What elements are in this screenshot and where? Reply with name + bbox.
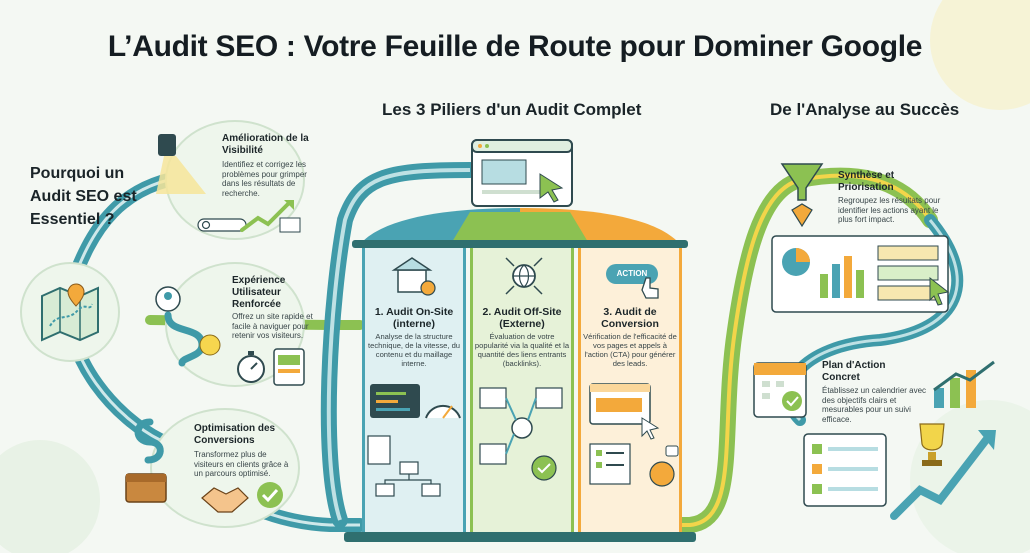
- plan-title: Plan d'Action Concret: [822, 360, 886, 383]
- conversion-circle: [150, 408, 300, 528]
- center-heading: Les 3 Piliers d'un Audit Complet: [382, 100, 642, 119]
- pillar-onsite-title: 1. Audit On-Site (interne): [374, 306, 454, 330]
- growth-arrow-icon: [240, 200, 301, 233]
- mobile-icon: [273, 348, 305, 386]
- synthesis-text: Regroupez les résultats pour identifier …: [838, 196, 941, 224]
- globe-network-icon: [505, 257, 543, 295]
- pillar-conversion-text: Vérification de l'efficacité de vos page…: [583, 332, 677, 368]
- pillar-onsite-text: Analyse de la structure technique, de la…: [367, 332, 461, 368]
- visibility-text: Identifiez et corrigez les problèmes pou…: [222, 160, 307, 198]
- pillar-offsite-title: 2. Audit Off-Site (Externe): [482, 306, 562, 330]
- temple-base: [344, 532, 696, 542]
- calendar-icon: [753, 362, 807, 418]
- visibility-title: Amélioration de la Visibilité: [222, 133, 309, 156]
- right-heading: De l'Analyse au Succès: [770, 100, 960, 119]
- handshake-icon: [201, 487, 249, 513]
- dashboard-icon: [771, 235, 950, 313]
- checklist-icon: [803, 433, 887, 507]
- building-gear-icon: [391, 257, 436, 296]
- page-title: L’Audit SEO : Votre Feuille de Route pou…: [107, 30, 923, 63]
- conversion-text: Transformez plus de visiteurs en clients…: [194, 450, 289, 478]
- synthesis-title: Synthèse et Priorisation: [838, 170, 895, 193]
- browser-window-icon: [471, 139, 573, 207]
- ux-text: Offrez un site rapide et facile à navigu…: [232, 312, 313, 340]
- conversion-title: Optimisation des Conversions: [194, 423, 276, 446]
- landing-page-icon: [589, 383, 679, 487]
- temple-roof: [352, 208, 688, 248]
- checkmark-icon: [257, 482, 283, 508]
- treasure-chest-icon: [125, 418, 167, 503]
- spotlight-icon: [156, 134, 206, 194]
- pillar-conversion-title: 3. Audit de Conversion: [601, 306, 659, 330]
- pillar-offsite-text: Évaluation de votre popularité via la qu…: [474, 332, 570, 368]
- backlinks-network-icon: [479, 387, 563, 481]
- bar-chart-icon: [933, 360, 995, 408]
- user-path-icon: [155, 286, 221, 367]
- ux-title: Expérience Utilisateur Renforcée: [232, 275, 286, 310]
- funnel-icon: [780, 163, 824, 228]
- map-icon: [41, 283, 99, 342]
- code-speed-icon: [367, 384, 461, 497]
- left-heading: Pourquoi un Audit SEO est Essentiel ?: [30, 165, 137, 228]
- plan-text: Établissez un calendrier avec des object…: [822, 386, 927, 424]
- hand-cursor-icon: [641, 277, 659, 299]
- trophy-arrow-icon: [890, 423, 996, 520]
- stopwatch-icon: [237, 351, 265, 383]
